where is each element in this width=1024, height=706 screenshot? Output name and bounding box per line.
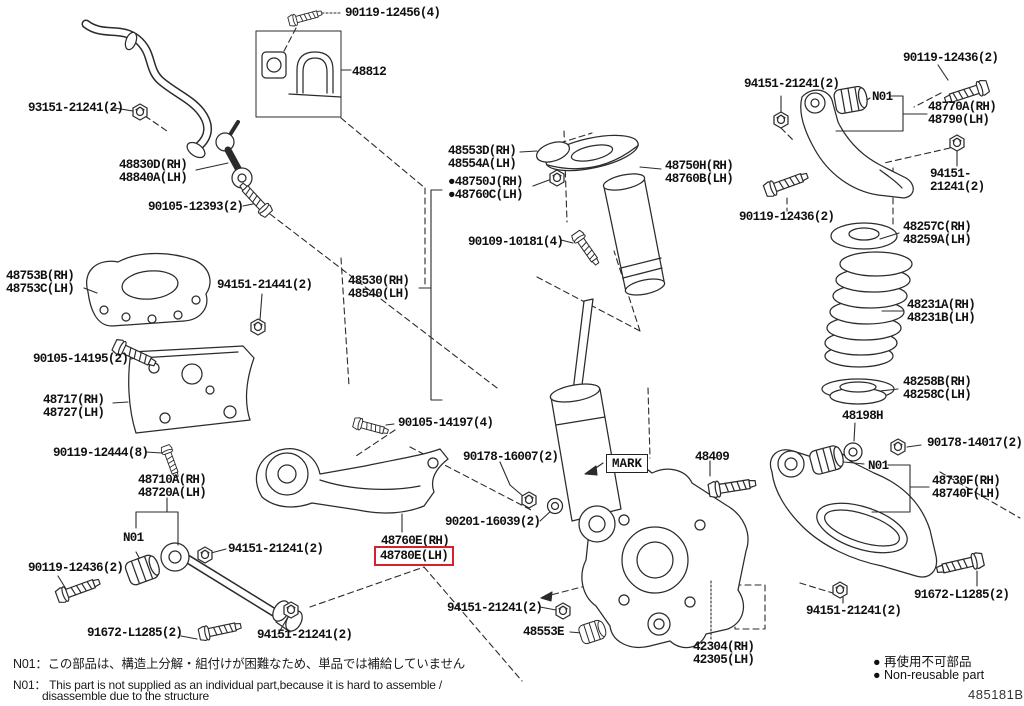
legend-non-reusable-en: ● Non-reusable part <box>873 668 985 682</box>
spring-insulator-upper-drawing <box>830 222 898 250</box>
part-label-48717-48727[interactable]: 48717(RH) 48727(LH) <box>43 393 105 420</box>
part-label-90119-12436-topright[interactable]: 90119-12436(2) <box>903 51 999 65</box>
stabilizer-bracket-box <box>255 30 342 118</box>
part-label-90178-14017[interactable]: 90178-14017(2) <box>927 436 1023 450</box>
part-label-48409[interactable]: 48409 <box>695 450 730 464</box>
shock-absorber-drawing <box>545 134 666 543</box>
part-label-48730F-48740F[interactable]: 48730F(RH) 48740F(LH) <box>932 474 1001 501</box>
part-label-48710A-48720A[interactable]: 48710A(RH) 48720A(LH) <box>138 473 207 500</box>
note-ref-N01-lower-arm[interactable]: N01 <box>868 459 889 473</box>
trailing-arm-drawing <box>255 448 449 514</box>
part-label-48530-48540[interactable]: 48530(RH) 48540(LH) <box>348 274 410 301</box>
part-label-48750H-48760B[interactable]: 48750H(RH) 48760B(LH) <box>665 159 734 186</box>
part-label-90105-14195[interactable]: 90105-14195(2) <box>33 352 129 366</box>
part-label-48753B-48753C[interactable]: 48753B(RH) 48753C(LH) <box>6 269 75 296</box>
upper-arm-drawing <box>800 89 914 199</box>
knuckle-drawing <box>581 464 749 649</box>
part-label-48760E[interactable]: 48760E(RH) <box>381 534 450 548</box>
part-label-90109-10181[interactable]: 90109-10181(4) <box>468 235 564 249</box>
spring-insulator-lower-drawing <box>821 378 895 405</box>
mark-callout-box: MARK <box>606 454 649 473</box>
part-label-90119-12436-left[interactable]: 90119-12436(2) <box>28 561 124 575</box>
highlighted-part-box[interactable]: 48780E(LH) <box>374 546 455 566</box>
footnote-en-line2: disassemble due to the structure <box>42 689 210 703</box>
part-label-48830D-48840A[interactable]: 48830D(RH) 48840A(LH) <box>119 158 188 185</box>
part-label-94151-21241-rod-lower[interactable]: 94151-21241(2) <box>257 628 353 642</box>
coil-spring-drawing <box>824 251 913 368</box>
part-label-91672-L1285-left[interactable]: 91672-L1285(2) <box>87 626 183 640</box>
part-label-91672-L1285-right[interactable]: 91672-L1285(2) <box>914 588 1010 602</box>
part-label-94151-21441[interactable]: 94151-21441(2) <box>217 278 313 292</box>
part-label-48553D-48554A[interactable]: 48553D(RH) 48554A(LH) <box>448 144 517 171</box>
part-label-48258B-48258C[interactable]: 48258B(RH) 48258C(LH) <box>903 375 972 402</box>
part-label-94151-21241-rod-upper[interactable]: 94151-21241(2) <box>228 542 324 556</box>
part-label-48257C-48259A[interactable]: 48257C(RH) 48259A(LH) <box>903 220 972 247</box>
part-label-90119-12456[interactable]: 90119-12456(4) <box>345 6 441 20</box>
part-label-90201-16039[interactable]: 90201-16039(2) <box>445 515 541 529</box>
part-label-94151-21241-top[interactable]: 94151-21241(2) <box>744 77 840 91</box>
lower-arm-drawing <box>769 449 938 578</box>
part-label-48553E[interactable]: 48553E <box>523 625 565 639</box>
part-label-90119-12444[interactable]: 90119-12444(8) <box>53 446 149 460</box>
part-label-90105-12393[interactable]: 90105-12393(2) <box>148 200 244 214</box>
part-label-90105-14197[interactable]: 90105-14197(4) <box>398 416 494 430</box>
part-label-48780E-highlighted[interactable]: 48780E(LH) <box>380 549 449 563</box>
part-label-93151-21241[interactable]: 93151-21241(2) <box>28 101 124 115</box>
lateral-rod-drawing <box>160 542 303 633</box>
part-label-48198H[interactable]: 48198H <box>842 409 884 423</box>
bracket-48717-drawing <box>128 345 255 434</box>
part-label-48812[interactable]: 48812 <box>352 65 387 79</box>
leader-lines <box>57 12 978 640</box>
stabilizer-link-drawing <box>215 120 253 189</box>
legend-non-reusable-jp: ● 再使用不可部品 <box>873 655 972 669</box>
part-label-48231A-48231B[interactable]: 48231A(RH) 48231B(LH) <box>907 298 976 325</box>
cap-48553-drawing <box>535 141 571 163</box>
cover-48753-drawing <box>86 252 211 327</box>
stabilizer-bar-drawing <box>81 19 212 159</box>
part-label-48770A-48790[interactable]: 48770A(RH) 48790(LH) <box>928 100 997 127</box>
part-label-42304-42305[interactable]: 42304(RH) 42305(LH) <box>693 640 755 667</box>
note-ref-N01-left[interactable]: N01 <box>123 531 144 545</box>
part-label-90119-12436-mid[interactable]: 90119-12436(2) <box>739 210 835 224</box>
part-label-90178-16007[interactable]: 90178-16007(2) <box>463 450 559 464</box>
note-ref-N01-upper-arm[interactable]: N01 <box>872 90 893 104</box>
part-label-94151-21241-right[interactable]: 94151-21241(2) <box>930 167 985 194</box>
footnote-en-line1: N01： This part is not supplied as an ind… <box>13 678 443 692</box>
part-label-48750J-48760C[interactable]: ●48750J(RH) ●48760C(LH) <box>448 175 524 202</box>
fasteners <box>54 6 991 646</box>
footnote-jp: N01：この部品は、構造上分解・組付けが困難なため、単品では補給していません <box>13 657 466 671</box>
part-label-94151-21241-bottomright[interactable]: 94151-21241(2) <box>806 604 902 618</box>
diagram-code: 485181B <box>968 687 1024 702</box>
part-label-94151-21241-knuckle[interactable]: 94151-21241(2) <box>447 601 543 615</box>
